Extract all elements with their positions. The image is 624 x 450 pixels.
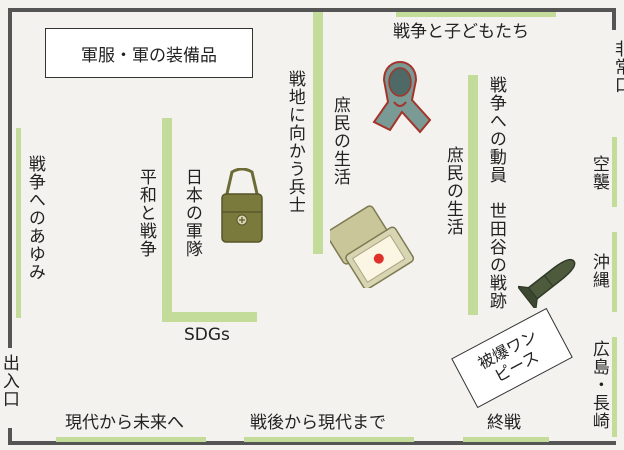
okinawa-label: 沖縄: [588, 253, 609, 289]
wall-top: [8, 8, 616, 12]
hiroshima-nagasaki-label: 広島・長崎: [588, 340, 609, 430]
wall-right-upper: [612, 8, 616, 30]
partition-soldiers: [313, 12, 323, 254]
entrance-label: 出入口: [0, 354, 19, 408]
civilian-life-1-label: 庶民の生活: [329, 96, 350, 186]
air-raid-hood-icon: [372, 61, 432, 134]
emergency-exit-label: 非常口: [610, 40, 624, 94]
bombed-dress-sign: 被爆ワンピース: [451, 307, 573, 409]
partition-present-future: [56, 437, 206, 442]
partition-children: [396, 12, 556, 17]
soldiers-label: 戦地に向かう兵士: [284, 70, 305, 214]
wall-bottom: [8, 441, 616, 445]
present-future-label: 現代から未来へ: [65, 413, 184, 433]
wall-left-lower: [8, 428, 12, 445]
peace-and-war-label: 平和と戦争: [135, 168, 156, 258]
partition-path-of-war: [16, 128, 21, 318]
partition-hiroshima: [612, 337, 617, 437]
japanese-army-label: 日本の軍隊: [181, 168, 202, 258]
shoulder-bag-icon: [221, 168, 263, 243]
mobilization-label: 戦争への動員 世田谷の戦跡: [485, 76, 506, 310]
partition-end-of-war: [463, 437, 549, 442]
partition-sdgs-horizontal: [162, 312, 257, 322]
end-of-war-label: 終戦: [487, 413, 521, 433]
postwar-label: 戦後から現代まで: [250, 413, 386, 433]
sdgs-label: SDGs: [184, 325, 230, 345]
partition-okinawa: [612, 232, 617, 312]
path-of-war-label: 戦争へのあゆみ: [24, 155, 45, 281]
wall-left-upper: [8, 8, 12, 348]
air-raid-label: 空襲: [588, 155, 609, 191]
uniform-equipment-label: 軍服・軍の装備品: [81, 45, 217, 66]
bomb-shell-icon: [518, 258, 576, 308]
uniform-equipment-box: 軍服・軍の装備品: [45, 28, 253, 78]
partition-air-raid: [612, 137, 617, 207]
partition-postwar: [244, 437, 414, 442]
civilian-life-2-label: 庶民の生活: [442, 146, 463, 236]
partition-mobilization: [468, 75, 478, 315]
children-label: 戦争と子どもたち: [393, 22, 529, 42]
partition-peace-war-vertical: [162, 118, 172, 322]
bombed-dress-label: 被爆ワンピース: [474, 326, 542, 386]
ration-case-icon: [330, 205, 414, 288]
